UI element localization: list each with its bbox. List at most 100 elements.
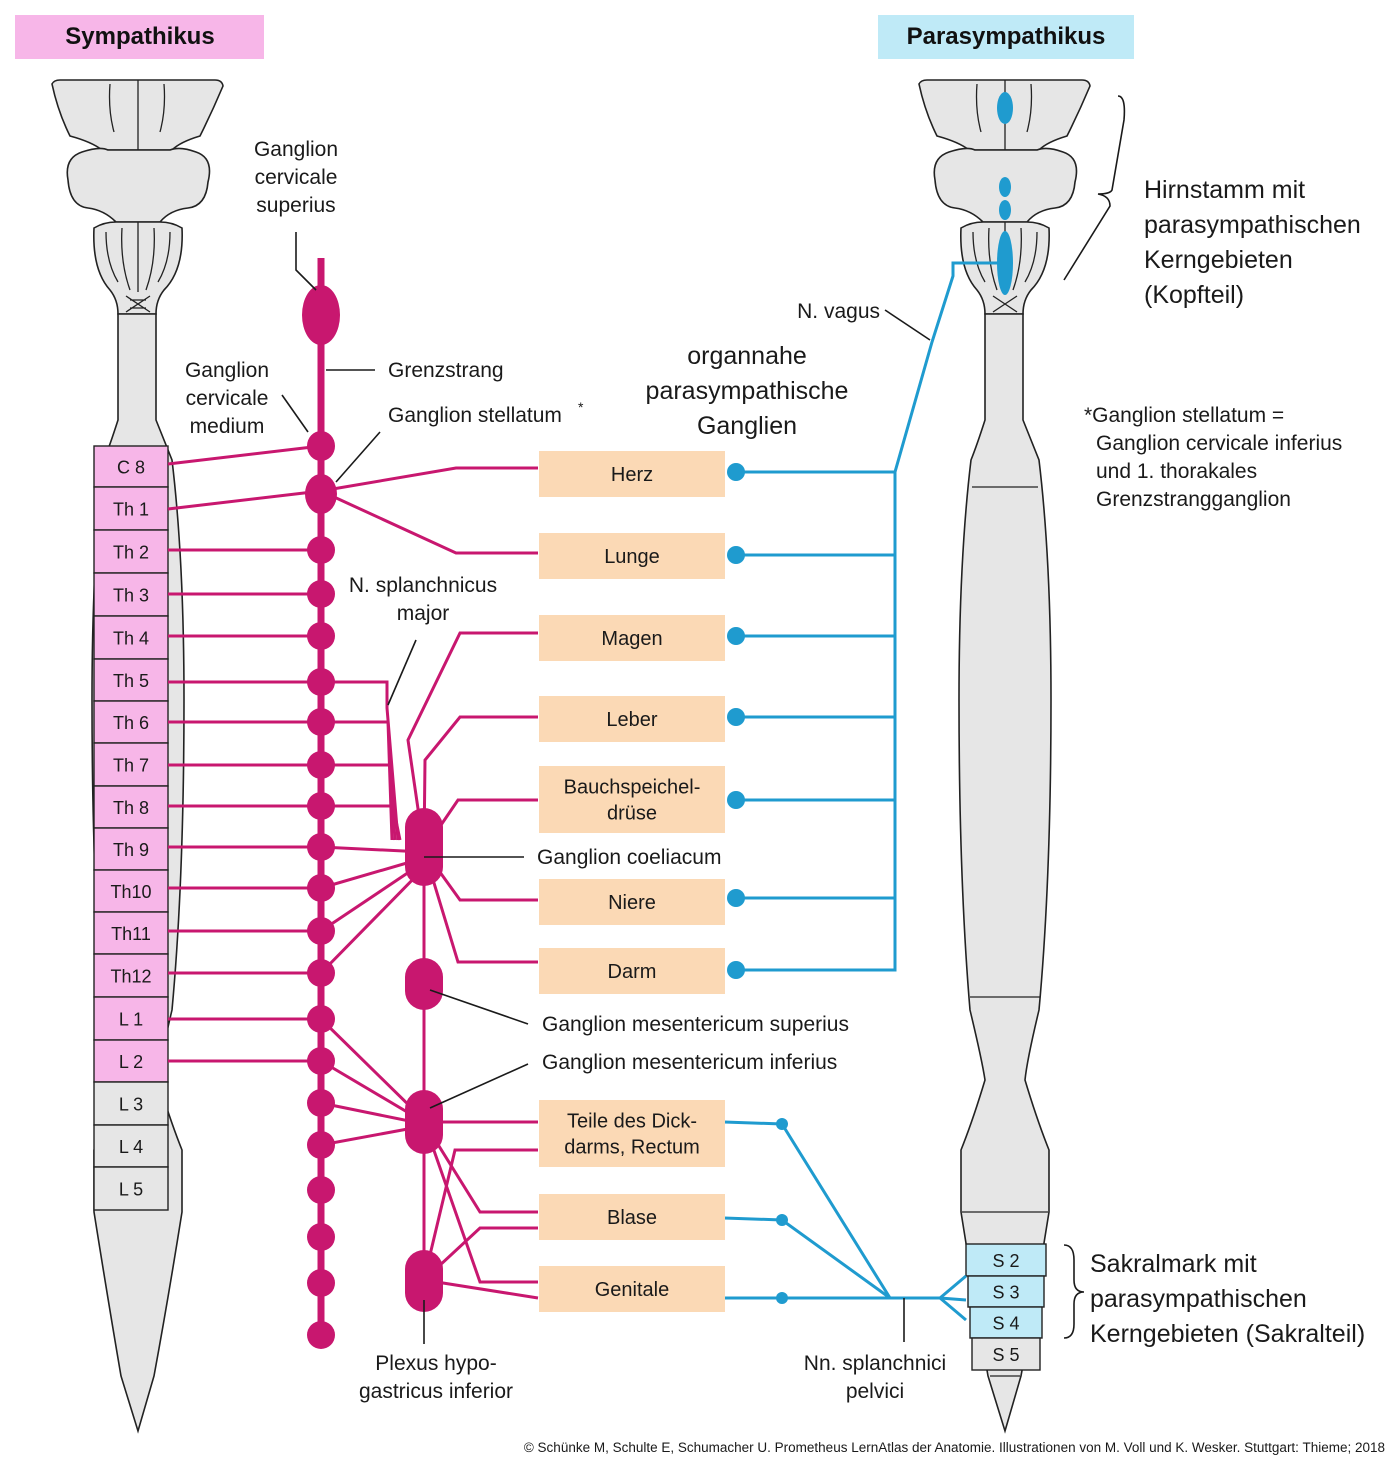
organ-label-dickdarm-1: Teile des Dick- xyxy=(567,1111,697,1133)
trunk-ganglion-14 xyxy=(307,1089,335,1117)
label-ganglion-cervicale-superius: Ganglion cervicale superius xyxy=(254,138,338,217)
nsm-line-2: major xyxy=(397,602,450,625)
hs-line-4: (Kopfteil) xyxy=(1144,281,1244,309)
nsp-line-1: Nn. splanchnici xyxy=(804,1352,946,1375)
hs-line-3: Kerngebieten xyxy=(1144,246,1293,274)
trunk-ganglion-1 xyxy=(307,536,335,564)
segment-l1 xyxy=(93,996,169,1041)
nucleus-3 xyxy=(999,200,1011,220)
trunk-ganglion-6 xyxy=(307,751,335,779)
trunk-ganglion-18 xyxy=(307,1269,335,1297)
organ-ganglion-dot-4 xyxy=(727,708,745,726)
pelvic-ganglion-dot-3 xyxy=(776,1292,788,1304)
segment-l3 xyxy=(93,1081,169,1126)
segment-s4 xyxy=(969,1306,1043,1339)
segment-th11 xyxy=(93,911,169,955)
trunk-ganglion-13 xyxy=(307,1047,335,1075)
fn-line-4: Grenzstrangganglion xyxy=(1096,488,1291,511)
organ-leber: Leber xyxy=(539,696,725,742)
nsp-line-2: pelvici xyxy=(846,1380,904,1403)
organ-ganglion-dot-6 xyxy=(727,889,745,907)
label-ganglion-cervicale-medium: Ganglion cervicale medium xyxy=(185,359,269,438)
og-line-2: parasympathische xyxy=(646,377,849,405)
parasympathikus-header-box xyxy=(878,15,1134,59)
organ-magen: Magen xyxy=(539,615,725,661)
trunk-ganglion-3 xyxy=(307,622,335,650)
left-brainstem-details xyxy=(105,80,171,313)
segment-s3 xyxy=(967,1275,1045,1308)
sm-line-2: parasympathischen xyxy=(1090,1285,1307,1313)
segment-label-th6: Th 6 xyxy=(113,713,149,733)
segment-label-s3: S 3 xyxy=(992,1283,1019,1303)
organ-label-bauchspeicheldruese-2: drüse xyxy=(607,803,657,825)
segment-label-s4: S 4 xyxy=(992,1314,1019,1334)
segment-l5 xyxy=(93,1166,169,1211)
trunk-ganglion-2 xyxy=(307,580,335,608)
organ-label-darm: Darm xyxy=(608,961,657,983)
organ-bauchspeicheldruese: Bauchspeichel-drüse xyxy=(539,766,725,833)
organ-label-blase: Blase xyxy=(607,1207,657,1229)
label-ganglion-mesentericum-inferius: Ganglion mesentericum inferius xyxy=(542,1051,837,1074)
gcm-line-3: medium xyxy=(190,415,265,438)
organ-box-magen xyxy=(539,615,725,661)
ganglion-stellatum xyxy=(305,474,337,514)
hs-line-1: Hirnstamm mit xyxy=(1144,176,1305,204)
organ-box-dickdarm xyxy=(539,1100,725,1167)
gcm-line-2: cervicale xyxy=(186,387,269,410)
ganglion-mesentericum-inferius xyxy=(405,1090,443,1154)
trunk-ganglion-12 xyxy=(307,1005,335,1033)
trunk-ganglion-7 xyxy=(307,792,335,820)
ganglion-mesentericum-superius xyxy=(405,958,443,1010)
organ-label-dickdarm-2: darms, Rectum xyxy=(564,1137,700,1159)
organ-lunge: Lunge xyxy=(539,533,725,579)
label-ganglion-stellatum: Ganglion stellatum xyxy=(388,404,562,427)
label-nn-splanchnici-pelvici: Nn. splanchnici pelvici xyxy=(804,1352,946,1403)
footnote-stellatum: *Ganglion stellatum = Ganglion cervicale… xyxy=(1084,404,1342,511)
trunk-ganglia xyxy=(307,536,335,1349)
pelvic-ganglion-dot-2 xyxy=(776,1214,788,1226)
organ-label-bauchspeicheldruese-1: Bauchspeichel- xyxy=(564,777,701,799)
segment-label-th4: Th 4 xyxy=(113,629,149,649)
trunk-ganglion-16 xyxy=(307,1176,335,1204)
ganglion-cervicale-superius xyxy=(302,285,340,345)
pelvic-ganglion-dot-1 xyxy=(776,1118,788,1130)
segment-label-th9: Th 9 xyxy=(113,840,149,860)
organ-box-bauchspeicheldruese xyxy=(539,766,725,833)
organ-genitale: Genitale xyxy=(539,1266,725,1312)
fn-line-1: *Ganglion stellatum = xyxy=(1084,404,1284,427)
segment-label-th12: Th12 xyxy=(110,967,151,987)
ganglion-cervicale-medium xyxy=(307,431,335,461)
segment-c8 xyxy=(93,445,169,488)
n-vagus-line xyxy=(736,261,1005,972)
organ-label-niere: Niere xyxy=(608,892,656,914)
segment-label-th11: Th11 xyxy=(111,924,151,944)
organ-box-niere xyxy=(539,879,725,925)
brainstem-parasympathetic-nuclei xyxy=(997,92,1013,295)
sympathikus-header-box xyxy=(15,15,264,59)
gcs-line-1: Ganglion xyxy=(254,138,338,161)
ganglion-coeliacum xyxy=(405,808,443,886)
organ-label-magen: Magen xyxy=(601,628,662,650)
stellatum-asterisk: * xyxy=(578,399,584,415)
segment-th10 xyxy=(93,869,169,913)
organ-box-genitale xyxy=(539,1266,725,1312)
sacral-segments: S 2S 3S 4S 5 xyxy=(965,1243,1047,1371)
organ-ganglion-dot-3 xyxy=(727,627,745,645)
segment-label-l2: L 2 xyxy=(119,1052,143,1072)
trunk-ganglion-8 xyxy=(307,833,335,861)
right-brainstem-details xyxy=(962,80,1048,1377)
trunk-ganglion-15 xyxy=(307,1131,335,1159)
nucleus-1 xyxy=(997,92,1013,124)
label-ganglion-mesentericum-superius: Ganglion mesentericum superius xyxy=(542,1013,849,1036)
fn-line-2: Ganglion cervicale inferius xyxy=(1096,432,1342,455)
organ-ganglion-dot-7 xyxy=(727,961,745,979)
organ-herz: Herz xyxy=(539,451,725,497)
organ-label-lunge: Lunge xyxy=(604,546,660,568)
segment-label-th10: Th10 xyxy=(110,882,151,902)
organ-box-blase xyxy=(539,1194,725,1240)
segment-l2 xyxy=(93,1039,169,1083)
label-grenzstrang: Grenzstrang xyxy=(388,359,504,382)
organ-box-darm xyxy=(539,948,725,994)
fn-line-3: und 1. thorakales xyxy=(1096,460,1257,483)
